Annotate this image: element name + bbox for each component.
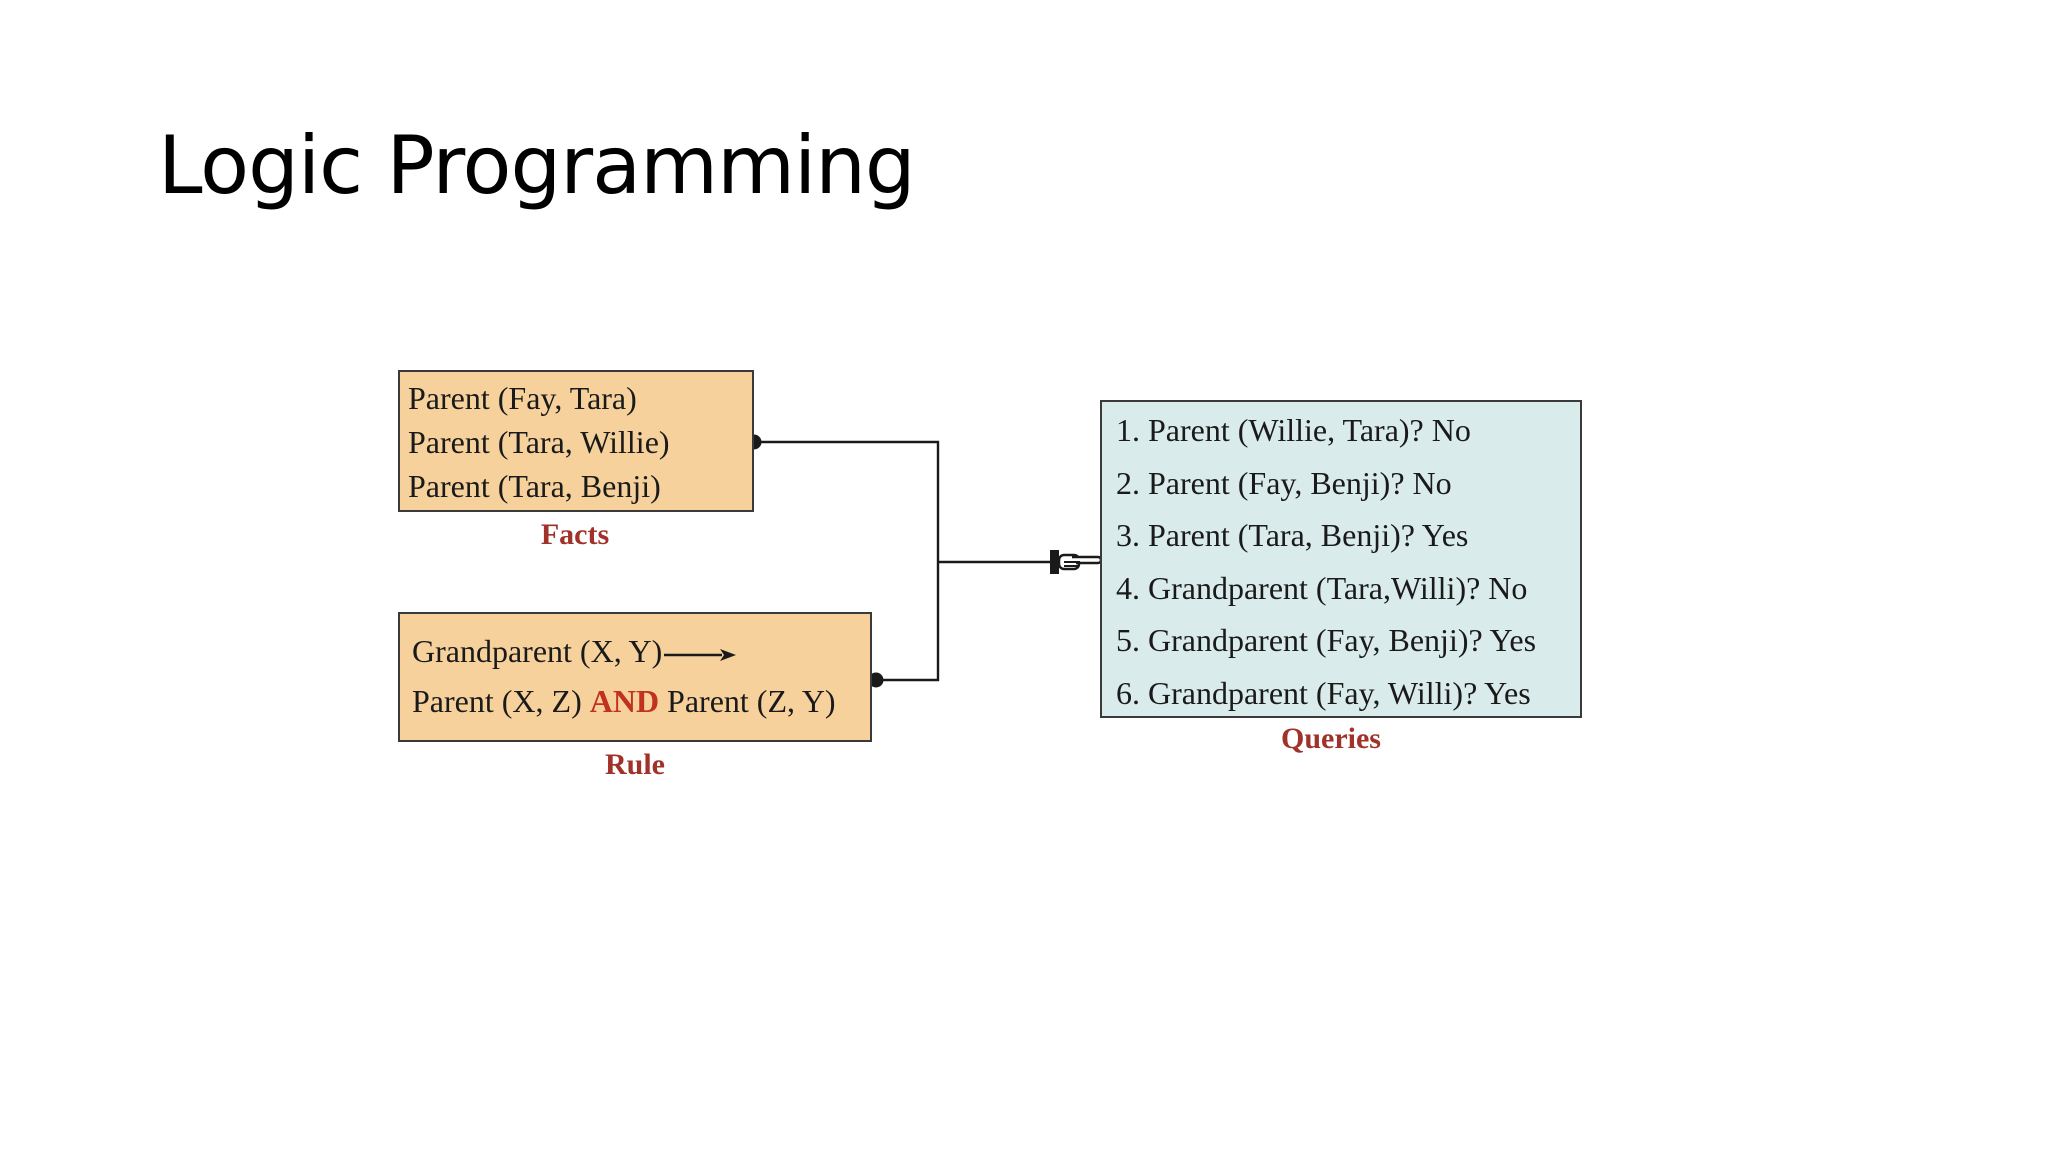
facts-caption: Facts [540, 518, 610, 551]
pointing-hand-icon [1050, 550, 1103, 574]
query-line: 2. Parent (Fay, Benji)? No [1116, 464, 1452, 501]
rule-caption: Rule [605, 748, 665, 781]
right-arrow-icon [664, 648, 737, 661]
rule-box: Grandparent (X, Y) Parent (X, Z) AND Par… [398, 612, 872, 742]
query-line: 3. Parent (Tara, Benji)? Yes [1116, 517, 1469, 553]
query-line: 6. Grandparent (Fay, Willi)? Yes [1116, 674, 1531, 711]
rule-body-left: Parent (X, Z) [412, 683, 590, 719]
fact-line: Parent (Tara, Benji) [408, 468, 661, 504]
rule-operator: AND [589, 683, 660, 719]
query-line: 4. Grandparent (Tara,Willi)? No [1116, 569, 1528, 606]
query-line: 1. Parent (Willie, Tara)? No [1116, 412, 1471, 448]
rule-body-line: Parent (X, Z) AND Parent (Z, Y) [412, 676, 870, 726]
slide-title: Logic Programming [158, 119, 916, 212]
queries-box: 1. Parent (Willie, Tara)? No 2. Parent (… [1100, 400, 1582, 718]
queries-caption: Queries [1281, 722, 1381, 755]
rule-head-line: Grandparent (X, Y) [412, 626, 870, 676]
rule-head: Grandparent (X, Y) [412, 633, 663, 669]
query-line: 5. Grandparent (Fay, Benji)? Yes [1116, 622, 1537, 658]
facts-box: Parent (Fay, Tara) Parent (Tara, Willie)… [398, 370, 754, 512]
fact-line: Parent (Tara, Willie) [408, 424, 670, 460]
rule-body-right: Parent (Z, Y) [659, 683, 836, 719]
fact-line: Parent (Fay, Tara) [408, 380, 637, 416]
